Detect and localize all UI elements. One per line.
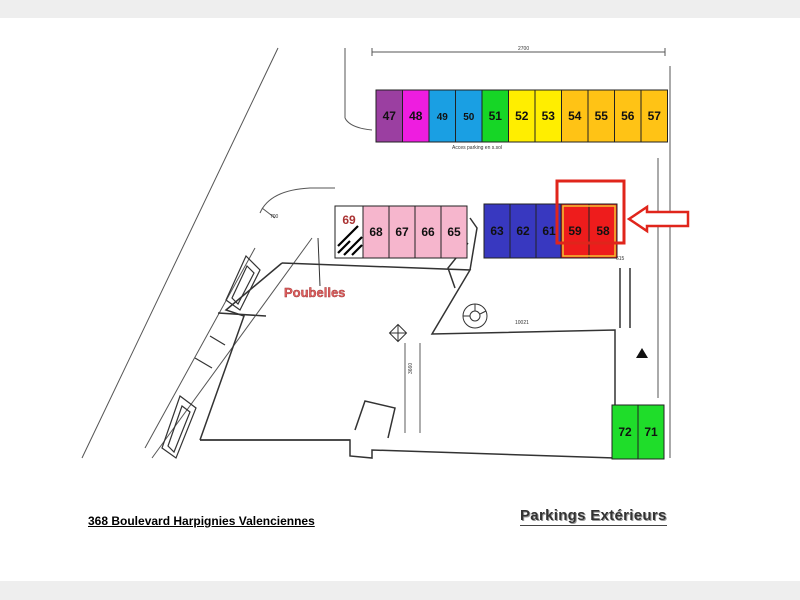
- parking-space-71: 71: [637, 404, 665, 460]
- parking-space-fill: [588, 203, 618, 259]
- parking-space-fill: [587, 89, 615, 143]
- vent-icon: [388, 323, 408, 343]
- parking-space-number: 61: [542, 224, 556, 238]
- parking-space-fill: [561, 89, 589, 143]
- spiral-stairs-icon: [462, 303, 488, 329]
- parking-space-52: 52: [508, 89, 536, 143]
- parking-space-59: 59: [560, 203, 590, 259]
- parking-space-number: 59: [568, 224, 582, 238]
- page-title: Parkings Extérieurs: [520, 507, 667, 526]
- parking-space-54: 54: [561, 89, 589, 143]
- parking-space-number: 56: [621, 109, 635, 123]
- parking-space-63: 63: [483, 203, 511, 259]
- address-text: 368 Boulevard Harpignies Valenciennes: [88, 514, 315, 528]
- building-outline: [199, 217, 631, 459]
- hatched-area: [337, 225, 363, 256]
- parking-space-58: 58: [588, 203, 618, 259]
- parking-space-number: 69: [342, 213, 356, 227]
- parking-space-number: 63: [490, 224, 504, 238]
- ramp-arrow-icon: [636, 348, 648, 358]
- parking-space-number: 67: [395, 225, 409, 239]
- site-plan: 2700 10021 3660 700 615 Acces parking en…: [81, 46, 690, 460]
- road-markings: [161, 254, 261, 459]
- parking-space-number: 51: [489, 109, 503, 123]
- parking-space-number: 57: [648, 109, 662, 123]
- highlight-inner-frame: [562, 205, 616, 257]
- parking-space-number: 49: [437, 112, 449, 123]
- parking-space-fill: [508, 89, 536, 143]
- parking-space-number: 58: [596, 224, 610, 238]
- parking-space-number: 48: [409, 109, 423, 123]
- parking-space-number: 72: [618, 425, 632, 439]
- parking-space-47: 47: [375, 89, 403, 143]
- parking-space-fill: [481, 89, 509, 143]
- parking-space-56: 56: [614, 89, 642, 143]
- parking-spaces: 47 48 49 50 51 52 53 54 55 56 57 69 68 67 66 65 63 62 61 59…: [334, 89, 668, 460]
- pointer-arrow-icon: [626, 204, 690, 234]
- road-lines: [81, 47, 671, 459]
- trash-area-label: Poubelles: [284, 285, 345, 300]
- parking-space-fill: [637, 404, 665, 460]
- parking-space-fill: [440, 205, 468, 259]
- parking-space-fill: [614, 89, 642, 143]
- parking-space-68: 68: [362, 205, 390, 259]
- parking-space-53: 53: [534, 89, 562, 143]
- parking-space-number: 53: [542, 109, 556, 123]
- parking-space-55: 55: [587, 89, 615, 143]
- dimension-mid: 10021: [515, 320, 529, 326]
- dimension-right: 615: [616, 256, 625, 262]
- parking-space-number: 62: [516, 224, 530, 238]
- parking-space-fill: [375, 89, 403, 143]
- parking-space-67: 67: [388, 205, 416, 259]
- parking-space-fill: [414, 205, 442, 259]
- parking-space-fill: [640, 89, 668, 143]
- parking-space-number: 50: [463, 112, 475, 123]
- parking-space-number: 55: [595, 109, 609, 123]
- parking-space-number: 54: [568, 109, 582, 123]
- dimension-top: 2700: [518, 46, 529, 52]
- parking-space-57: 57: [640, 89, 668, 143]
- parking-space-62: 62: [509, 203, 537, 259]
- trash-leader-line: [317, 237, 321, 287]
- parking-space-fill: [611, 404, 639, 460]
- parking-space-number: 71: [644, 425, 658, 439]
- dimension-side: 3660: [408, 363, 414, 374]
- access-label: Acces parking en s.sol: [452, 145, 502, 151]
- parking-space-number: 68: [369, 225, 383, 239]
- parking-space-48: 48: [402, 89, 430, 143]
- highlight-frame: [555, 179, 626, 245]
- parking-space-fill: [509, 203, 537, 259]
- parking-space-number: 65: [447, 225, 461, 239]
- parking-space-72: 72: [611, 404, 639, 460]
- parking-space-fill: [483, 203, 511, 259]
- parking-space-50: 50: [455, 89, 483, 143]
- parking-space-fill: [362, 205, 390, 259]
- parking-space-65: 65: [440, 205, 468, 259]
- parking-space-number: 52: [515, 109, 529, 123]
- parking-space-51: 51: [481, 89, 509, 143]
- parking-space-number: 66: [421, 225, 435, 239]
- parking-space-number: 47: [383, 109, 397, 123]
- parking-space-66: 66: [414, 205, 442, 259]
- plan-sheet: 2700 10021 3660 700 615 Acces parking en…: [0, 18, 800, 581]
- parking-space-fill: [560, 203, 590, 259]
- parking-space-49: 49: [428, 89, 456, 143]
- parking-space-fill: [402, 89, 430, 143]
- dimension-left: 700: [270, 214, 279, 220]
